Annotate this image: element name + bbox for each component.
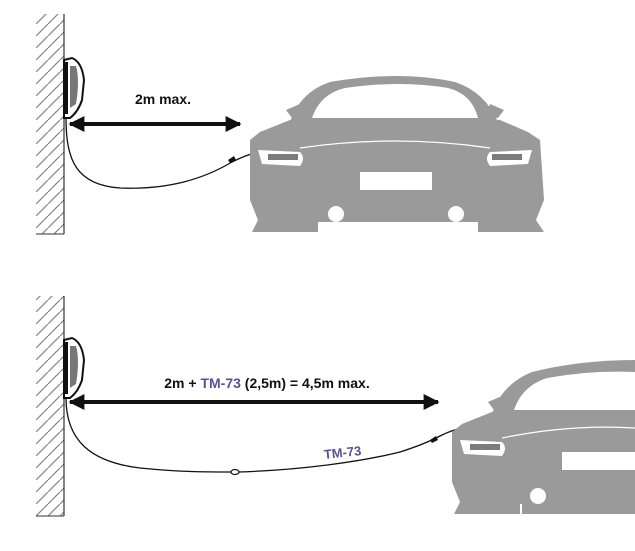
top-panel: 2m max. xyxy=(36,14,544,235)
charging-cable xyxy=(65,397,233,473)
cable-connector xyxy=(230,468,240,476)
extension-cable xyxy=(238,427,463,473)
wall xyxy=(36,14,65,235)
distance-label: 2m max. xyxy=(135,91,191,107)
distance-label: 2m + TM-73 (2,5m) = 4,5m max. xyxy=(164,375,369,391)
car-rear-view xyxy=(250,76,544,232)
cable-plug xyxy=(430,436,438,443)
wall xyxy=(36,296,65,517)
bottom-panel: 2m + TM-73 (2,5m) = 4,5m max. TM-73 xyxy=(36,296,635,517)
car-rear-view xyxy=(452,360,635,514)
cable-plug xyxy=(228,156,236,163)
wallbox-charger xyxy=(63,336,86,399)
product-name: TM-73 xyxy=(200,375,241,391)
cable-label: TM-73 xyxy=(323,443,362,462)
wallbox-charger xyxy=(63,56,86,119)
charging-cable xyxy=(65,117,259,189)
